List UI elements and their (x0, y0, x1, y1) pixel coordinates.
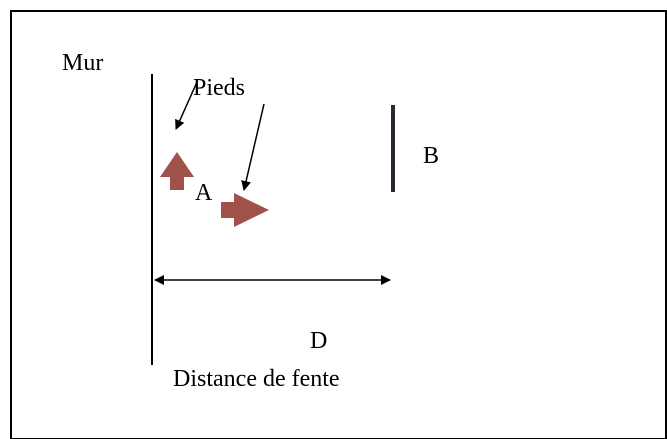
feet-pointer-arrow-1 (175, 81, 198, 130)
diagram-frame (10, 10, 667, 439)
front-foot-icon (221, 193, 269, 227)
distance-caption: Distance de fente (173, 366, 340, 392)
point-a-label: A (195, 180, 213, 206)
rear-foot-icon (160, 152, 194, 190)
feet-label: Pieds (193, 75, 245, 101)
wall-label: Mur (62, 50, 103, 76)
point-b-label: B (423, 143, 439, 169)
feet-pointer-arrow-2 (241, 103, 265, 191)
distance-letter-label: D (310, 328, 327, 354)
